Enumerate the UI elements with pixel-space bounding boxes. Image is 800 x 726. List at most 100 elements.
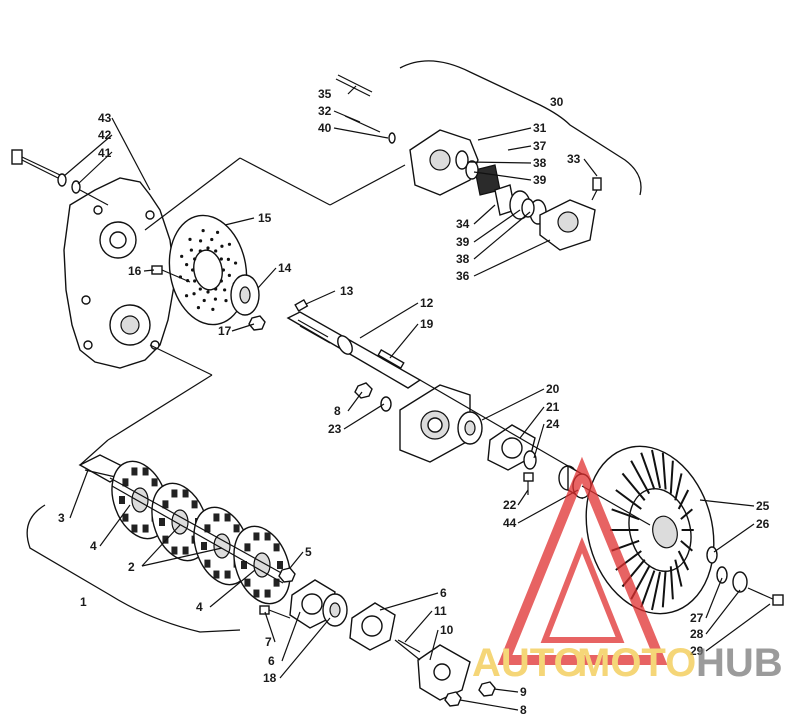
callout-10: 9	[520, 685, 527, 699]
disc-hole	[180, 254, 184, 258]
bracket-30	[399, 60, 642, 196]
bearing-housing	[399, 384, 471, 463]
shaft-12	[286, 311, 422, 389]
callout-14: 14	[278, 261, 292, 275]
callout-25: 25	[756, 499, 770, 513]
callout-19: 19	[420, 317, 434, 331]
callout-33: 33	[567, 152, 581, 166]
bolt-41	[11, 149, 61, 179]
clutch-spoke	[630, 460, 651, 495]
disc-hole	[215, 230, 220, 235]
nut-8-upper	[354, 382, 373, 399]
flange-6-upper	[349, 602, 396, 651]
pin-35	[335, 74, 373, 97]
clutch-spoke	[674, 473, 683, 501]
disc-hole	[213, 297, 218, 301]
leader-line	[359, 302, 419, 339]
disc-hole	[201, 229, 205, 233]
leader-line	[473, 239, 551, 277]
disc-hole	[206, 246, 210, 250]
clutch-spoke	[640, 570, 656, 608]
leader-line	[141, 547, 223, 567]
disc-hole	[219, 279, 223, 283]
callout-32: 32	[318, 104, 332, 118]
disc-hole	[214, 249, 218, 253]
clutch-spoke	[640, 452, 656, 490]
leader-lines	[63, 85, 771, 711]
leader-line	[333, 110, 361, 123]
leader-line	[143, 269, 155, 272]
callout-labels: 43 42 41 15 14 16 17 13 12 19 8 23 20 21…	[58, 87, 770, 717]
leader-line	[493, 688, 519, 693]
leader-line	[699, 499, 755, 507]
callout-15: 15	[258, 211, 272, 225]
leader-line	[473, 171, 532, 181]
callout-3: 3	[58, 511, 65, 525]
callout-9: 10	[440, 623, 454, 637]
callout-38-upper: 38	[533, 156, 547, 170]
leader-line	[305, 290, 336, 305]
leader-line	[705, 589, 741, 635]
clutch-spoke	[669, 566, 674, 600]
hub-14	[230, 274, 260, 316]
callout-38-lower: 38	[456, 252, 470, 266]
watermark-text-hub: HUB	[696, 641, 783, 685]
clutch-spoke	[677, 550, 690, 571]
disc-hole	[220, 244, 224, 248]
leader-line	[533, 423, 545, 459]
driven-clutch-25	[585, 445, 715, 615]
disc-hole	[224, 299, 228, 303]
leader-line	[473, 204, 496, 225]
callout-21: 21	[546, 400, 560, 414]
clutch-spoke	[651, 571, 661, 611]
nut-10	[478, 681, 496, 697]
callout-34: 34	[456, 217, 470, 231]
leader-line	[459, 699, 519, 711]
callout-20: 20	[546, 382, 560, 396]
disc-hole	[185, 263, 189, 267]
callout-29: 29	[690, 644, 704, 658]
leader-line	[705, 603, 771, 652]
leader-line	[713, 523, 755, 553]
callout-4-lower: 4	[196, 600, 203, 614]
ring-24	[523, 450, 537, 470]
washer-42	[57, 173, 67, 187]
leader-line	[224, 217, 255, 226]
disc-hole	[198, 287, 202, 291]
disc-hole	[206, 290, 210, 294]
disc-hole	[219, 257, 223, 261]
leader-line	[279, 617, 331, 679]
clutch-spoke	[615, 489, 642, 510]
callout-23: 23	[328, 422, 342, 436]
disc-hole	[202, 298, 206, 303]
leader-line	[389, 323, 419, 359]
washer-27	[716, 566, 728, 584]
bearing-20	[457, 411, 483, 445]
leader-line	[231, 323, 255, 332]
disc-hole	[196, 305, 201, 310]
brake-disc	[168, 214, 248, 326]
bolt-7	[259, 605, 291, 619]
clutch-spoke	[651, 449, 661, 489]
bracket-9	[417, 644, 471, 701]
clutch-spoke	[677, 489, 690, 510]
callout-6-right: 6	[440, 586, 447, 600]
leader-line	[473, 211, 531, 260]
leader-line	[289, 551, 304, 569]
flange-21	[487, 424, 536, 471]
watermark: AUTO MOTO HUB	[472, 456, 783, 685]
leader-line	[69, 469, 89, 519]
callout-11: 11	[434, 604, 447, 618]
disc-hole	[189, 248, 193, 252]
callout-7: 7	[265, 635, 272, 649]
disc-hole	[233, 261, 238, 265]
clutch-spoke	[680, 508, 693, 520]
clutch-spoke	[661, 570, 667, 608]
bolt-32-40	[344, 115, 396, 144]
callout-12: 12	[420, 296, 434, 310]
leader-line	[257, 267, 277, 289]
callout-31: 31	[533, 121, 547, 135]
callout-8-lower: 8	[520, 703, 527, 717]
leader-line	[477, 127, 532, 141]
callout-40: 40	[318, 121, 332, 135]
